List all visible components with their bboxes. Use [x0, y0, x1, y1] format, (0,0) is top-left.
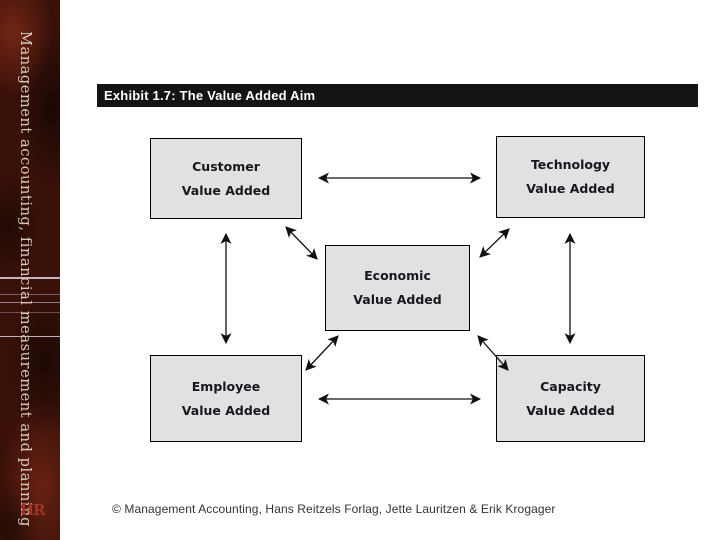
box-label-line2: Value Added	[181, 402, 271, 418]
arrow-customer-economic	[285, 226, 318, 260]
publisher-logo: HR	[20, 501, 46, 519]
book-title-vertical-text: Management accounting, financial measure…	[17, 31, 33, 527]
box-label-line1: Employee	[191, 378, 261, 394]
arrow-economic-employee	[305, 335, 339, 371]
spine-decorative-line	[0, 294, 60, 295]
box-label-line2: Value Added	[526, 181, 615, 196]
box-economic-value-added: Economic Value Added	[325, 245, 470, 331]
box-label-line1: Customer	[192, 158, 260, 174]
exhibit-title: Exhibit 1.7: The Value Added Aim	[104, 88, 316, 103]
book-spine-sidebar: Management accounting, financial measure…	[0, 0, 60, 540]
box-label-line1: Capacity	[540, 378, 601, 394]
box-label-line2: Value Added	[526, 402, 615, 418]
box-label-line2: Value Added	[181, 182, 271, 198]
box-customer-value-added: Customer Value Added	[150, 138, 302, 219]
exhibit-title-bar: Exhibit 1.7: The Value Added Aim	[97, 84, 698, 107]
spine-decorative-line	[0, 336, 60, 337]
spine-decorative-line	[0, 277, 60, 279]
copyright-footer: © Management Accounting, Hans Reitzels F…	[112, 502, 556, 516]
spine-decorative-line	[0, 302, 60, 303]
box-capacity-value-added: Capacity Value Added	[496, 355, 645, 442]
box-label-line1: Technology	[530, 157, 611, 172]
box-label-line1: Economic	[364, 268, 431, 283]
box-technology-value-added: Technology Value Added	[496, 136, 645, 218]
box-label-line2: Value Added	[353, 292, 442, 307]
spine-decorative-line	[0, 312, 60, 313]
box-employee-value-added: Employee Value Added	[150, 355, 302, 442]
arrow-technology-economic	[479, 228, 510, 258]
